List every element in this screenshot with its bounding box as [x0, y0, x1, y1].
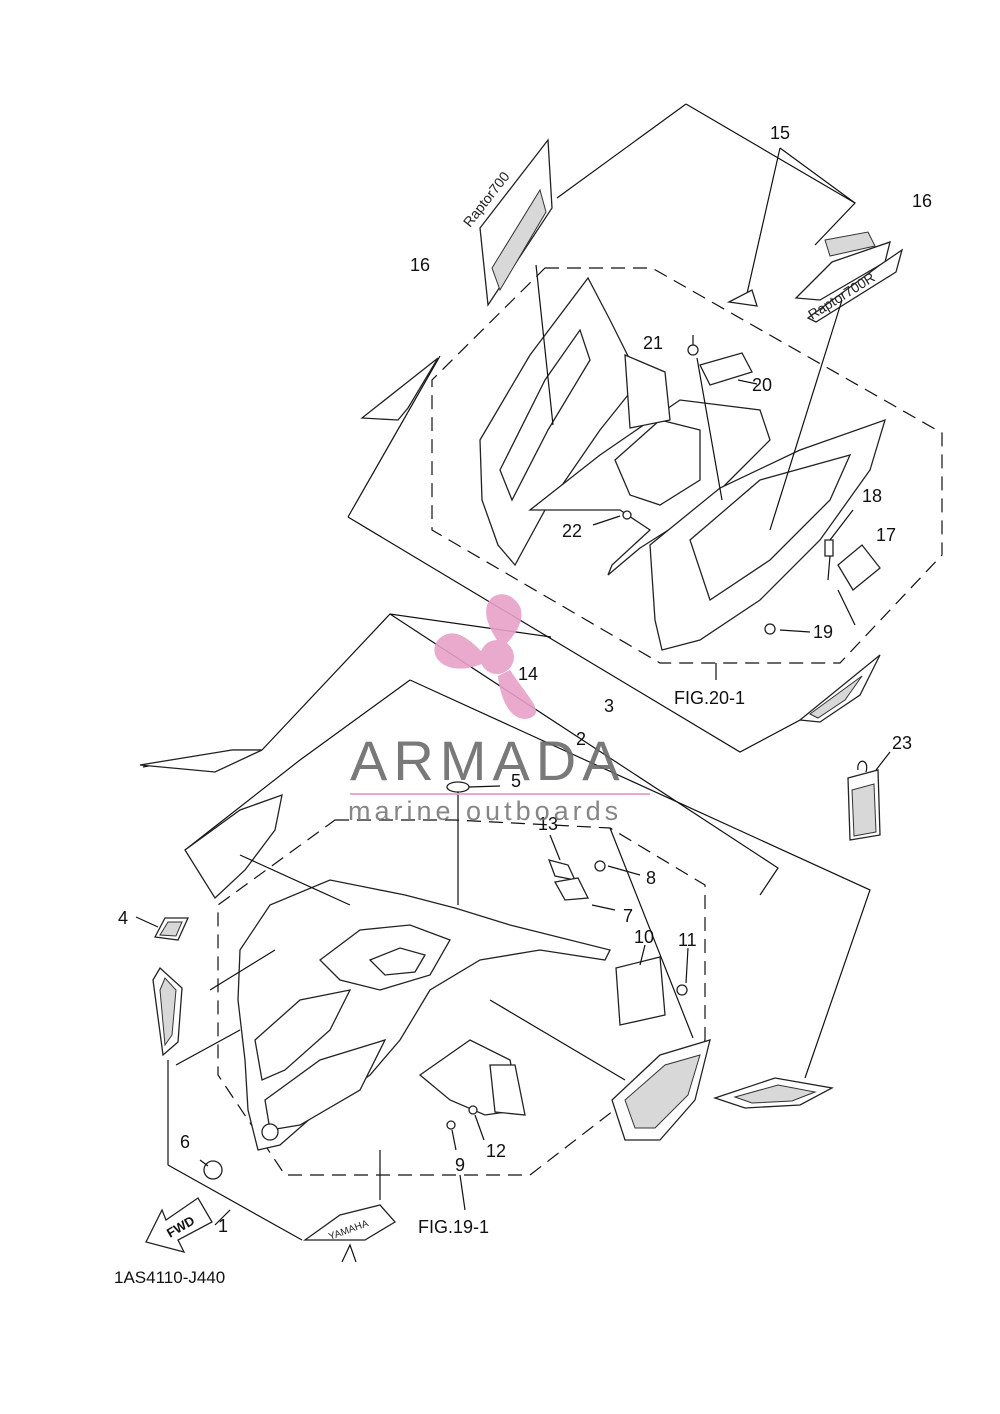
callout-16-left: 16 [410, 255, 430, 275]
callout-21: 21 [643, 333, 663, 353]
watermark-name: ARMADA [350, 729, 626, 792]
callout-19: 19 [813, 622, 833, 642]
callout-12: 12 [486, 1141, 506, 1161]
callout-7: 7 [623, 906, 633, 926]
rear-fender-decal [798, 654, 881, 723]
part-11-rivet [676, 984, 688, 996]
fig-20-label: FIG.20-1 [674, 688, 745, 708]
part-20-plate [699, 352, 753, 386]
part-22-nut [622, 510, 632, 520]
callout-4: 4 [118, 908, 128, 928]
part-7-plate [553, 877, 590, 901]
part-6-cap [203, 1160, 223, 1180]
callout-23: 23 [892, 733, 912, 753]
callout-17: 17 [876, 525, 896, 545]
small-triangle-decal [726, 289, 758, 307]
callout-9: 9 [455, 1155, 465, 1175]
part-12-nut [468, 1105, 478, 1115]
callout-14: 14 [518, 664, 538, 684]
armada-watermark: ARMADA marine outboards [348, 594, 650, 826]
part-23-tag [847, 751, 891, 841]
callout-13: 13 [538, 814, 558, 834]
callout-22: 22 [562, 521, 582, 541]
watermark-tagline: marine outboards [348, 796, 622, 826]
fig-19-label: FIG.19-1 [418, 1217, 489, 1237]
callout-5: 5 [511, 771, 521, 791]
decal-raptor-right: Raptor700R [794, 231, 904, 323]
part-17-plate [837, 544, 881, 591]
fig-20-frame [431, 267, 943, 664]
callout-15: 15 [770, 123, 790, 143]
rear-side-cover-left [479, 276, 641, 567]
part-10-plate [615, 956, 666, 1026]
callout-3: 3 [604, 696, 614, 716]
front-fender-group: YAMAHA FWD [135, 613, 871, 1263]
callout-6: 6 [180, 1132, 190, 1152]
callout-10: 10 [634, 927, 654, 947]
part-19-nut [764, 623, 776, 635]
front-panel-decal [184, 794, 283, 900]
part-8-rivet [594, 860, 606, 872]
callout-20: 20 [752, 375, 772, 395]
drawing-code: 1AS4110-J440 [114, 1268, 225, 1287]
part-21-rivet [687, 344, 699, 356]
side-decal-left [360, 357, 439, 421]
callout-18: 18 [862, 486, 882, 506]
part-9-nut [446, 1120, 456, 1130]
callout-11: 11 [678, 930, 697, 950]
propeller-logo [434, 594, 537, 719]
decal-yamaha: YAMAHA [302, 1204, 397, 1263]
callout-2: 2 [576, 729, 586, 749]
callout-labels: 1 2 3 4 5 6 7 8 9 10 11 12 13 14 15 16 1… [114, 123, 932, 1287]
callout-8: 8 [646, 868, 656, 888]
part-18-rivet [824, 539, 834, 557]
callout-1: 1 [218, 1216, 228, 1236]
part-13-plate [547, 859, 577, 881]
fwd-arrow: FWD [145, 1197, 213, 1253]
front-fender-top-decal [139, 749, 263, 773]
callout-16-right: 16 [912, 191, 932, 211]
